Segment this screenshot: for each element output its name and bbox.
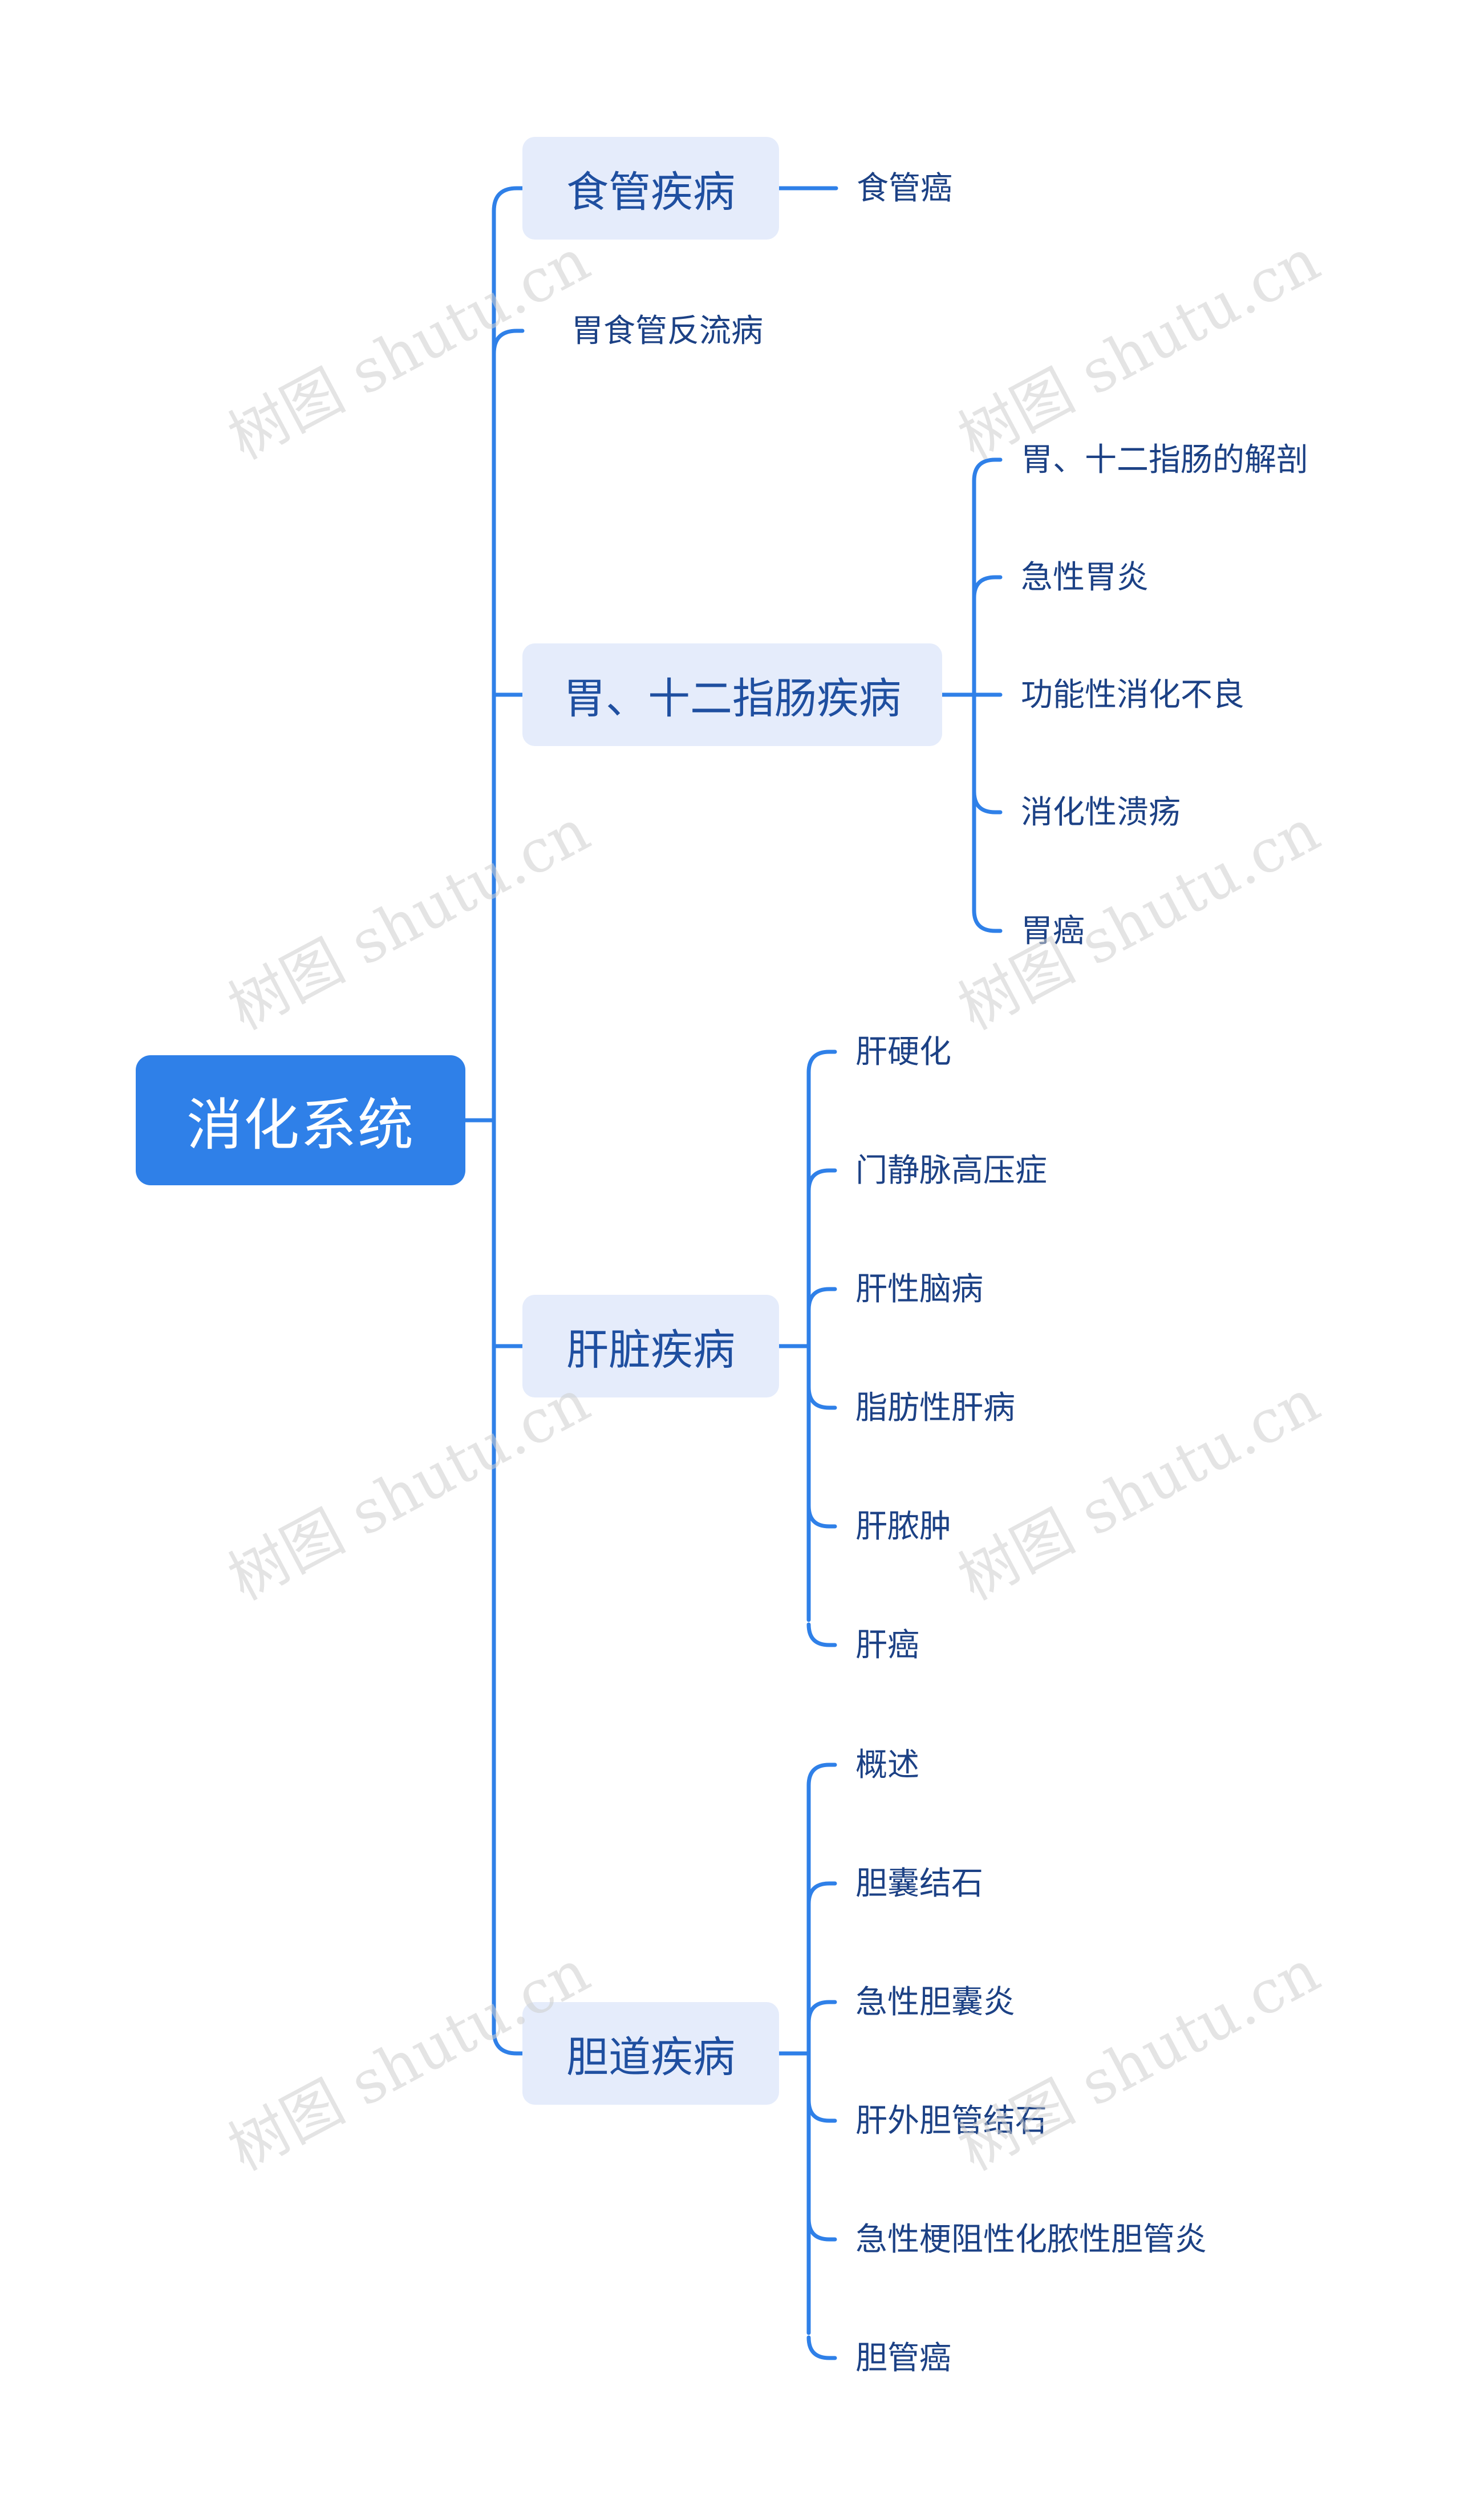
leaf-node[interactable]: 肝脓肿 — [855, 1508, 951, 1544]
leaf-node[interactable]: 概述 — [855, 1747, 919, 1782]
leaf-node[interactable]: 消化性溃疡 — [1021, 794, 1181, 830]
leaf-node[interactable]: 门静脉高压症 — [855, 1152, 1047, 1188]
branch-node-esophagus[interactable]: 食管疾病 — [522, 137, 779, 240]
branch-node-liver[interactable]: 肝脏疾病 — [522, 1295, 779, 1397]
branch-node-gerd[interactable]: 胃食管反流病 — [571, 313, 763, 349]
leaf-node[interactable]: 胃癌 — [1021, 913, 1085, 949]
leaf-node[interactable]: 胆囊结石 — [855, 1865, 983, 1901]
leaf-node[interactable]: 肝外胆管结石 — [855, 2102, 1047, 2138]
root-node[interactable]: 消化系统 — [136, 1055, 465, 1185]
leaf-node[interactable]: 肝性脑病 — [855, 1271, 983, 1307]
branch-node-stomach-duodenum[interactable]: 胃、十二指肠疾病 — [522, 643, 942, 746]
leaf-node[interactable]: 脂肪性肝病 — [855, 1389, 1015, 1425]
leaf-node[interactable]: 急性胃炎 — [1021, 559, 1149, 595]
leaf-node[interactable]: 肝硬化 — [855, 1034, 951, 1069]
leaf-node[interactable]: 食管癌 — [857, 170, 952, 206]
leaf-node[interactable]: 急性胆囊炎 — [855, 1984, 1015, 2020]
leaf-node[interactable]: 胃、十二指肠的解剖 — [1021, 441, 1308, 477]
leaf-node[interactable]: 功能性消化不良 — [1021, 676, 1244, 712]
leaf-node[interactable]: 肝癌 — [855, 1627, 919, 1663]
leaf-node[interactable]: 胆管癌 — [855, 2340, 951, 2376]
branch-node-biliary[interactable]: 胆道疾病 — [522, 2002, 779, 2105]
leaf-node[interactable]: 急性梗阻性化脓性胆管炎 — [855, 2221, 1207, 2257]
